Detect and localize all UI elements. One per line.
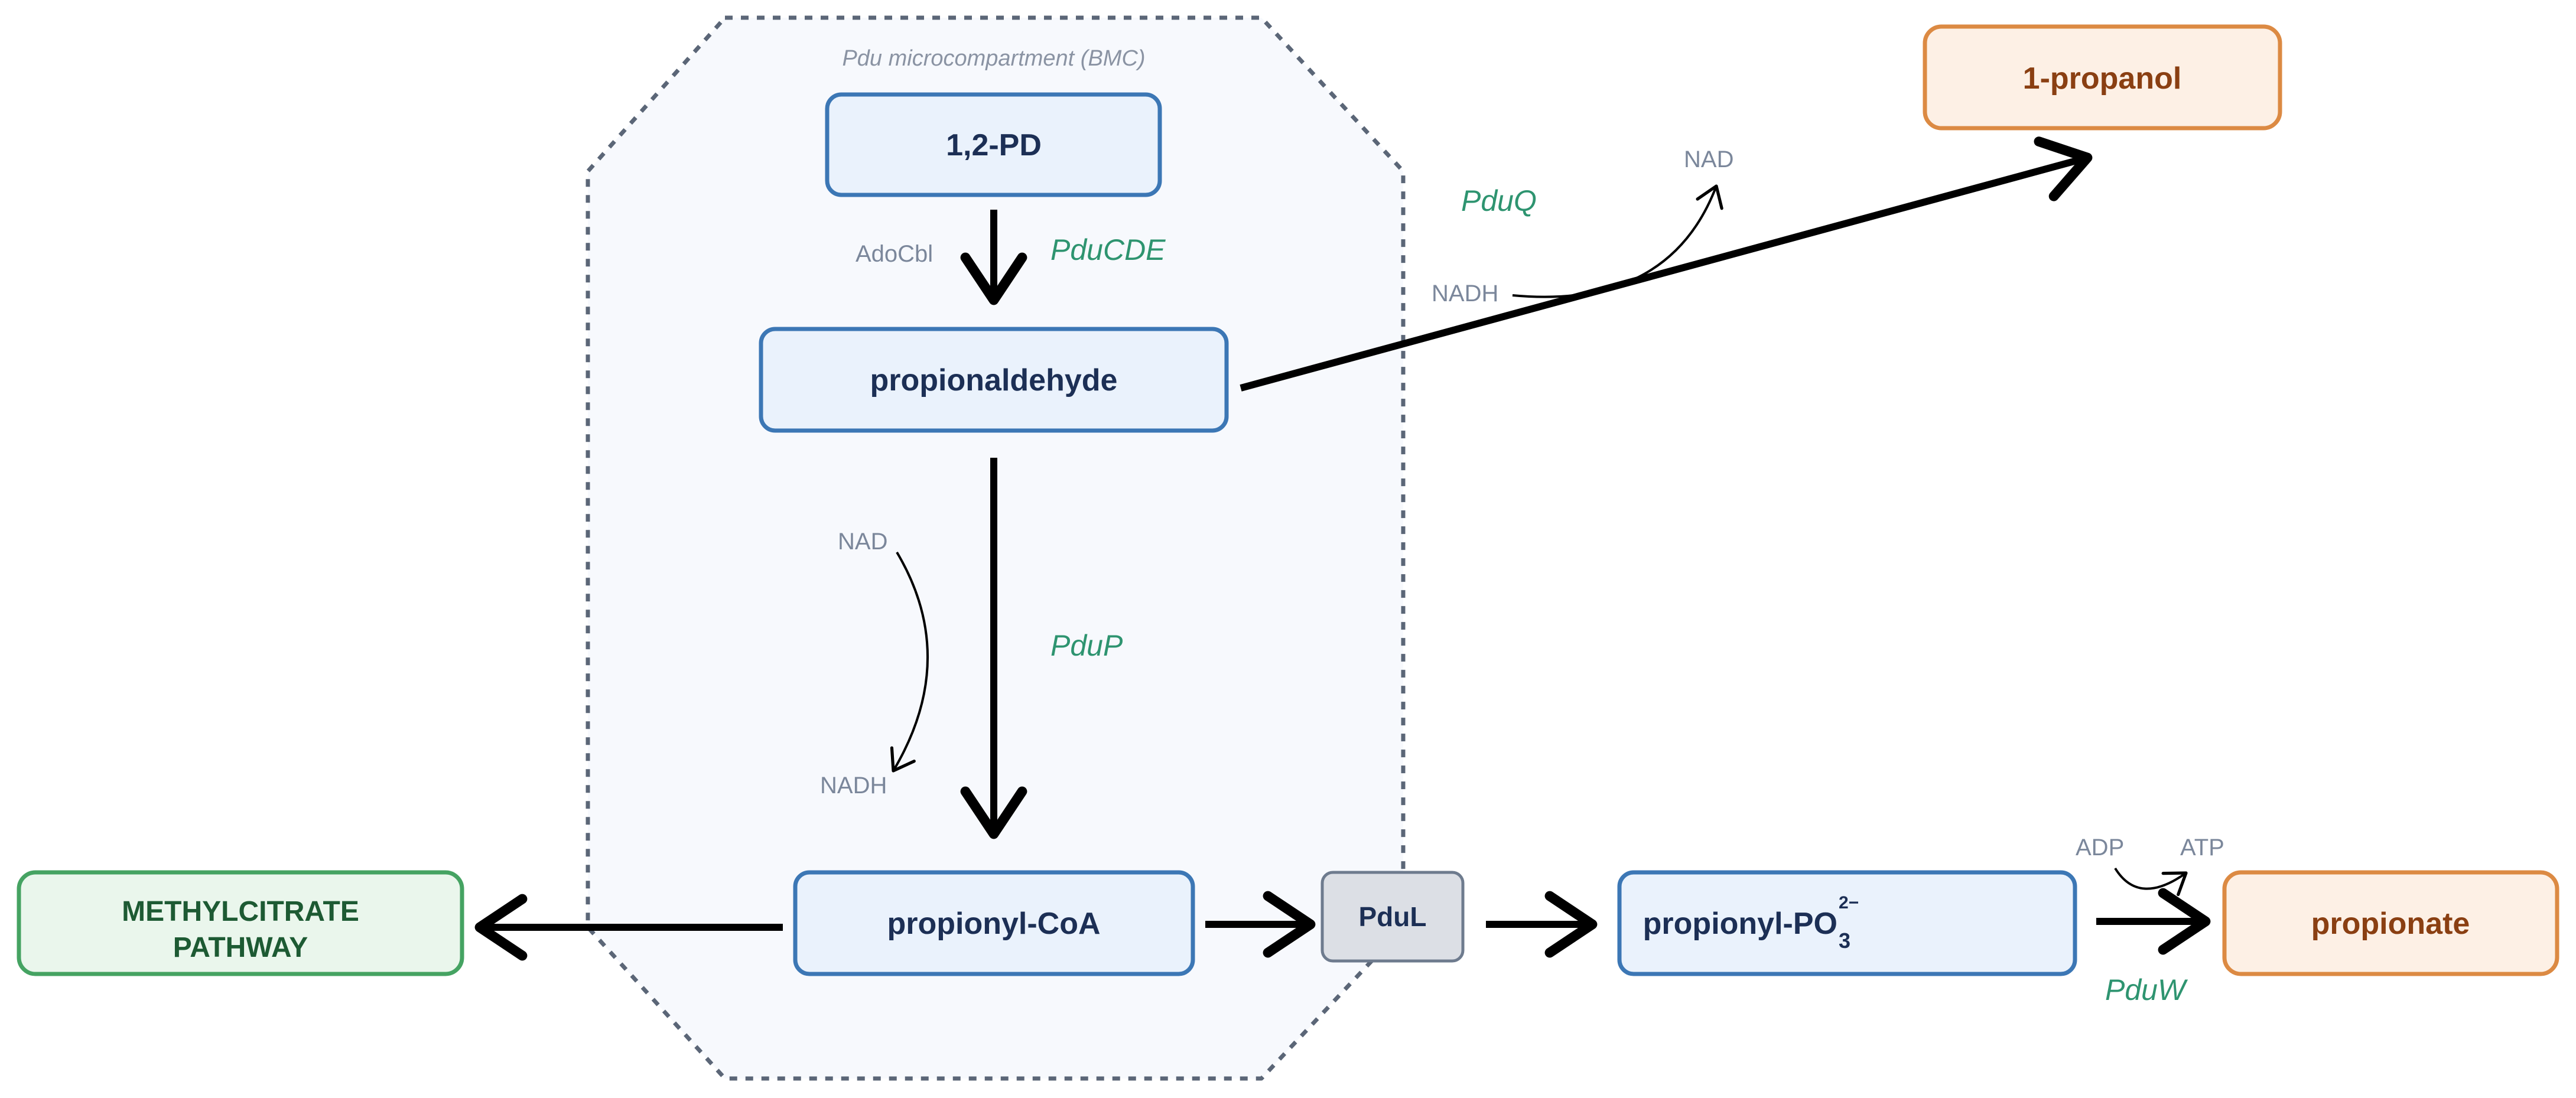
node-propionyl-po3-subscript: 3 xyxy=(1839,928,1850,953)
cofactor-nad-pduq: NAD xyxy=(1684,146,1733,172)
cofactor-nad-pdup: NAD xyxy=(838,529,887,555)
arrow-adp-to-atp-pduw xyxy=(2114,867,2188,897)
node-propionate: propionate xyxy=(2222,870,2559,976)
node-methylcitrate-pathway: METHYLCITRATE PATHWAY xyxy=(17,870,464,976)
node-propionyl-po3: propionyl-PO 3 2− xyxy=(1617,870,2077,976)
node-pdul-label: PduL xyxy=(1359,901,1427,932)
enzyme-pduw: PduW xyxy=(2105,973,2188,1006)
node-propanol-label: 1-propanol xyxy=(2023,61,2182,96)
cofactor-adp: ADP xyxy=(2076,835,2124,861)
cofactor-nadh-pduq: NADH xyxy=(1432,281,1498,307)
methylcitrate-label-line1: METHYLCITRATE xyxy=(122,896,359,927)
enzyme-pdup: PduP xyxy=(1050,629,1123,662)
node-propionyl-coa-label: propionyl-CoA xyxy=(887,907,1100,941)
svg-text:PATHWAY: PATHWAY xyxy=(173,932,308,963)
arrow-nadh-to-nad-pduq xyxy=(1512,184,1723,298)
arrow-propionaldehyde-to-propanol xyxy=(1240,136,2093,392)
node-propionyl-po3-label: propionyl-PO xyxy=(1643,907,1837,941)
bmc-label: Pdu microcompartment (BMC) xyxy=(842,46,1145,71)
svg-text:METHYLCITRATE: METHYLCITRATE xyxy=(122,896,359,927)
node-propionyl-coa: propionyl-CoA xyxy=(793,870,1195,976)
node-propionyl-po3-superscript: 2− xyxy=(1839,893,1859,913)
methylcitrate-label-line2: PATHWAY xyxy=(173,932,308,963)
enzyme-pduq: PduQ xyxy=(1461,184,1537,217)
arrow-nad-to-nadh-pdup xyxy=(890,551,929,773)
cofactor-nadh-pdup: NADH xyxy=(820,773,887,799)
node-1-2-pd-label: 1,2-PD xyxy=(946,128,1042,162)
node-pdul: PduL xyxy=(1320,871,1465,963)
node-propionaldehyde: propionaldehyde xyxy=(759,327,1229,433)
enzyme-pducde: PduCDE xyxy=(1050,233,1166,266)
node-propionaldehyde-label: propionaldehyde xyxy=(870,363,1118,398)
cofactor-atp: ATP xyxy=(2180,835,2224,861)
cofactor-adocbl: AdoCbl xyxy=(856,241,933,267)
node-propanol: 1-propanol xyxy=(1923,24,2282,131)
node-1-2-pd: 1,2-PD xyxy=(825,92,1162,197)
node-propionate-label: propionate xyxy=(2311,907,2470,941)
